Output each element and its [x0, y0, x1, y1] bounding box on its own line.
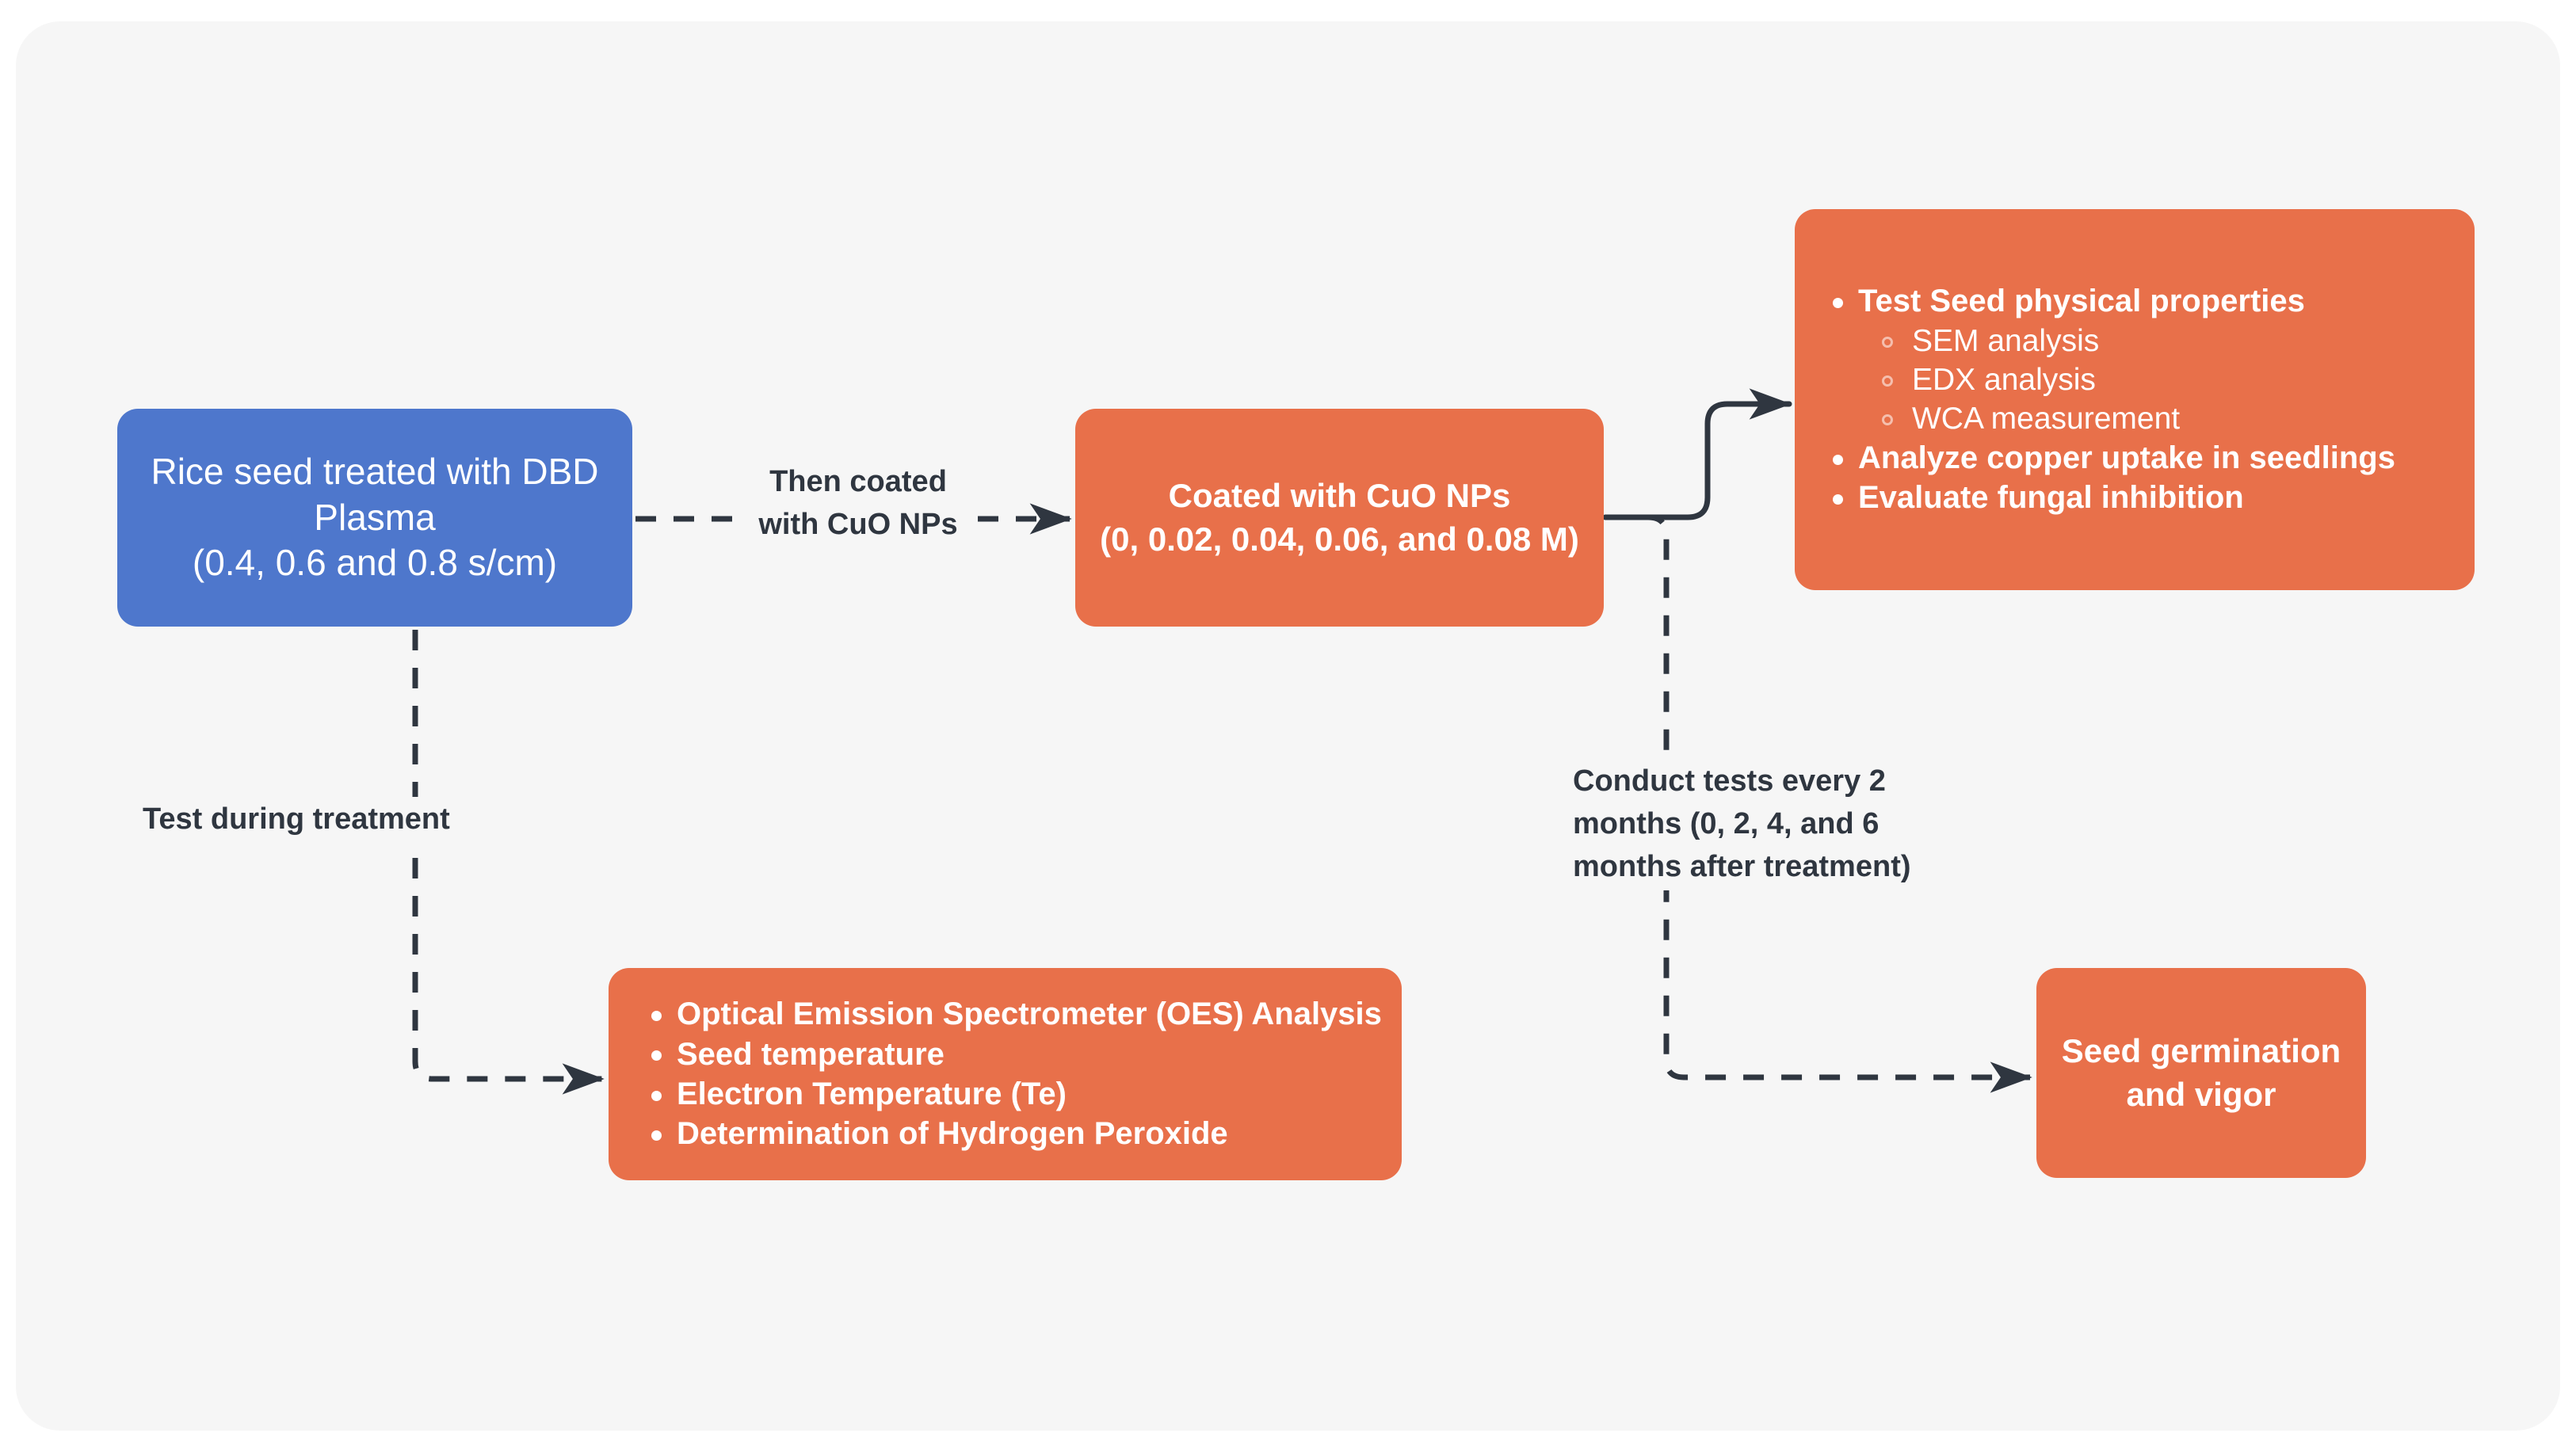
oes-item3-label: Electron Temperature (Te): [677, 1077, 1067, 1111]
tests-sub2-label: EDX analysis: [1912, 362, 2096, 397]
list-item: Evaluate fungal inhibition: [1826, 478, 2443, 517]
oes-item4-label: Determination of Hydrogen Peroxide: [677, 1116, 1228, 1152]
list-item: EDX analysis: [1876, 360, 2443, 399]
edge-label-conduct-line3: months after treatment): [1573, 849, 1911, 883]
oes-list: Optical Emission Spectrometer (OES) Anal…: [645, 994, 1382, 1154]
list-item: Seed temperature: [645, 1035, 1365, 1074]
tests-item2-label: Analyze copper uptake in seedlings: [1858, 440, 2395, 475]
list-item: Optical Emission Spectrometer (OES) Anal…: [645, 994, 1382, 1034]
tests-sub1-label: SEM analysis: [1912, 323, 2100, 358]
oes-item1-label: Optical Emission Spectrometer (OES) Anal…: [677, 997, 1382, 1032]
node-coated-line1: Coated with CuO NPs: [1168, 476, 1511, 514]
oes-item2-label: Seed temperature: [677, 1036, 945, 1072]
node-germination-line1: Seed germination: [2061, 1031, 2341, 1069]
edge-label-coat-line2: with CuO NPs: [758, 507, 958, 541]
node-seed-germination-and-vigor[interactable]: Seed germination and vigor: [2036, 968, 2366, 1178]
tests-list: Test Seed physical properties SEM analys…: [1826, 281, 2443, 518]
node-start-line3: (0.4, 0.6 and 0.8 s/cm): [192, 542, 558, 584]
node-coated-line2: (0, 0.02, 0.04, 0.06, and 0.08 M): [1100, 520, 1579, 558]
bullet-icon: [651, 1130, 662, 1141]
edge-label-coat-line1: Then coated: [769, 465, 947, 498]
list-item: Analyze copper uptake in seedlings: [1826, 438, 2443, 478]
bullet-icon: [651, 1011, 662, 1022]
circle-bullet-icon: [1882, 375, 1893, 387]
bullet-icon: [651, 1090, 662, 1101]
bullet-icon: [1833, 494, 1843, 505]
node-seed-tests[interactable]: Test Seed physical properties SEM analys…: [1795, 209, 2475, 590]
node-start-line2: Plasma: [314, 496, 436, 538]
list-item: Determination of Hydrogen Peroxide: [645, 1114, 1365, 1153]
node-start-line1: Rice seed treated with DBD: [151, 451, 599, 493]
edge-label-test-during-treatment: Test during treatment: [135, 797, 507, 843]
edge-label-conduct-line2: months (0, 2, 4, and 6: [1573, 806, 1880, 840]
edge-label-conduct-line1: Conduct tests every 2: [1573, 764, 1886, 798]
bullet-icon: [1833, 454, 1843, 465]
list-item: SEM analysis: [1876, 322, 2443, 360]
edge-label-then-coated: Then coated with CuO NPs: [746, 459, 970, 548]
list-item: Electron Temperature (Te): [645, 1074, 1365, 1114]
tests-sub3-label: WCA measurement: [1912, 401, 2181, 436]
node-plasma-diagnostics[interactable]: Optical Emission Spectrometer (OES) Anal…: [609, 968, 1402, 1180]
tests-sublist: SEM analysis EDX analysis WCA measuremen…: [1826, 322, 2443, 438]
circle-bullet-icon: [1882, 337, 1893, 349]
list-item: Test Seed physical properties: [1826, 281, 2443, 321]
bullet-icon: [1833, 298, 1843, 309]
tests-item3-label: Evaluate fungal inhibition: [1858, 480, 2244, 516]
node-germination-line2: and vigor: [2126, 1075, 2276, 1113]
edge-label-conduct-tests: Conduct tests every 2 months (0, 2, 4, a…: [1565, 759, 1977, 890]
node-coated-with-cuo-nps[interactable]: Coated with CuO NPs (0, 0.02, 0.04, 0.06…: [1075, 409, 1604, 627]
tests-item1-label: Test Seed physical properties: [1858, 284, 2305, 319]
bullet-icon: [651, 1050, 662, 1061]
node-rice-seed-dbd-plasma[interactable]: Rice seed treated with DBD Plasma (0.4, …: [117, 409, 632, 627]
circle-bullet-icon: [1882, 414, 1893, 426]
list-item: WCA measurement: [1876, 399, 2443, 438]
